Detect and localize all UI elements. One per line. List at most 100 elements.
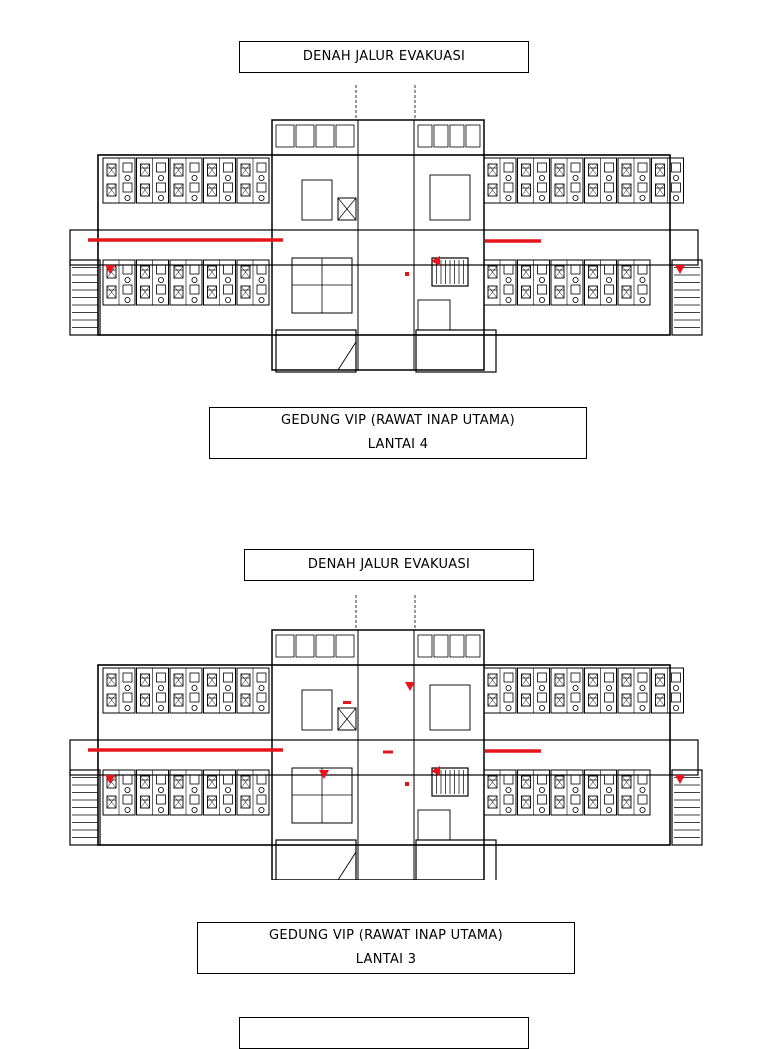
toilet-fixture [570, 264, 581, 275]
lower-room-right [415, 329, 497, 373]
main-corridor [69, 739, 699, 776]
floor-plan-lantai-4 [69, 85, 703, 373]
sink-fixture [157, 296, 164, 303]
lower-room-left [275, 329, 357, 373]
bed-fixture [140, 163, 150, 177]
bed-fixture [521, 163, 531, 177]
toilet-stall [465, 124, 481, 148]
toilet-fixture [503, 264, 514, 275]
plan-header-3-partial [239, 1017, 529, 1049]
sink-fixture [606, 806, 613, 813]
bed-fixture [207, 775, 217, 789]
sink-fixture [572, 195, 579, 202]
toilet-fixture [671, 162, 681, 173]
bed-fixture [621, 285, 632, 299]
toilet-fixture [570, 162, 581, 173]
toilet-fixture [570, 182, 581, 193]
toilet-stall [295, 124, 315, 148]
sink-fixture [124, 296, 131, 303]
sink-fixture [191, 806, 198, 813]
toilet-fixture [637, 284, 648, 295]
bed-fixture [554, 693, 565, 707]
bed-fixture [554, 265, 565, 279]
sink-fixture [191, 786, 198, 793]
bed-fixture [554, 163, 565, 177]
sink-fixture [258, 296, 265, 303]
bed-fixture [240, 795, 251, 809]
toilet-fixture [156, 672, 166, 683]
toilet-fixture [156, 264, 166, 275]
toilet-fixture [604, 182, 614, 193]
toilet-fixture [223, 284, 233, 295]
main-corridor [69, 229, 699, 266]
toilet-stall [275, 634, 295, 658]
sink-fixture [124, 806, 131, 813]
toilet-fixture [637, 182, 648, 193]
sink-fixture [539, 786, 546, 793]
floor-label: LANTAI 4 [367, 437, 429, 452]
evacuation-arrow-icon [319, 770, 329, 779]
sink-fixture [673, 705, 680, 712]
sink-fixture [606, 175, 613, 182]
sink-fixture [258, 705, 265, 712]
evacuation-arrow-icon [405, 682, 415, 691]
sink-fixture [606, 276, 613, 283]
toilet-fixture [537, 162, 547, 173]
sink-fixture [505, 685, 512, 692]
bed-fixture [588, 673, 598, 687]
toilet-room [417, 809, 451, 841]
sink-fixture [124, 685, 131, 692]
sink-fixture [505, 705, 512, 712]
toilet-fixture [189, 774, 200, 785]
bed-fixture [588, 183, 598, 197]
sink-fixture [606, 685, 613, 692]
evacuation-arrow-icon [105, 775, 115, 784]
sink-fixture [224, 806, 231, 813]
sink-fixture [124, 276, 131, 283]
sink-fixture [191, 705, 198, 712]
bed-fixture [106, 693, 117, 707]
sink-fixture [572, 705, 579, 712]
sink-fixture [157, 685, 164, 692]
evacuation-arrow-icon [431, 256, 440, 266]
toilet-fixture [122, 672, 133, 683]
bed-fixture [588, 265, 598, 279]
toilet-fixture [637, 692, 648, 703]
bed-fixture [655, 183, 665, 197]
toilet-fixture [256, 774, 267, 785]
plan-header-1: DENAH JALUR EVAKUASI [239, 41, 529, 73]
toilet-fixture [537, 182, 547, 193]
bed-fixture [140, 693, 150, 707]
plan-header-text: DENAH JALUR EVAKUASI [302, 49, 466, 64]
toilet-fixture [223, 672, 233, 683]
toilet-fixture [189, 264, 200, 275]
bed-fixture [554, 285, 565, 299]
sink-fixture [505, 296, 512, 303]
staircase-icon [69, 769, 101, 846]
toilet-fixture [503, 774, 514, 785]
bed-fixture [173, 183, 184, 197]
sink-fixture [124, 175, 131, 182]
bed-fixture [588, 795, 598, 809]
toilet-fixture [503, 284, 514, 295]
bed-fixture [207, 285, 217, 299]
sink-fixture [124, 705, 131, 712]
bed-fixture [173, 163, 184, 177]
bed-fixture [240, 183, 251, 197]
toilet-fixture [604, 774, 614, 785]
toilet-fixture [189, 284, 200, 295]
toilet-fixture [256, 162, 267, 173]
bed-fixture [173, 795, 184, 809]
sink-fixture [505, 195, 512, 202]
sink-fixture [639, 806, 646, 813]
toilet-fixture [122, 794, 133, 805]
bed-fixture [521, 775, 531, 789]
central-corridor [357, 119, 415, 371]
sink-fixture [539, 806, 546, 813]
toilet-fixture [256, 794, 267, 805]
bed-fixture [140, 183, 150, 197]
toilet-fixture [537, 794, 547, 805]
toilet-fixture [256, 284, 267, 295]
sink-fixture [639, 296, 646, 303]
sink-fixture [539, 685, 546, 692]
